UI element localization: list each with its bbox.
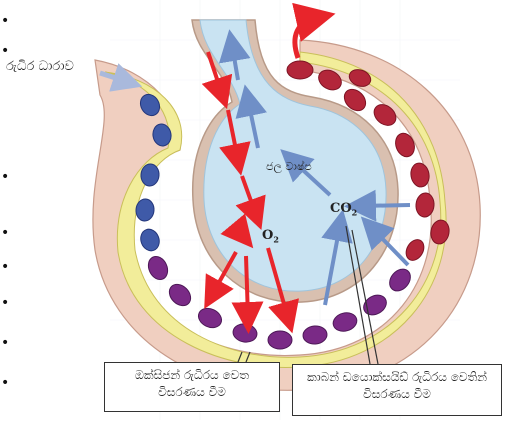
list-bullet: • [1,170,9,184]
list-bullet: • [1,226,9,240]
list-bullet: • [1,44,9,58]
list-bullet: • [1,260,9,274]
co2-diffusion-box: කාබන් ඩයොක්සයිඩ් රුධිරය වෙතින් විසරණය වී… [292,364,502,416]
list-bullet: • [1,376,9,390]
blood-flow-label: රුධිර ධාරාව [6,58,74,76]
list-bullet: • [1,336,9,350]
water-vapour-label: ජල වාෂ්ප [266,160,312,175]
list-bullet: • [1,296,9,310]
oxygen-diffusion-box: ඔක්සිජන් රුධිරය වෙත විසරණය වීම [104,362,280,412]
o2-label: O2 [262,227,279,245]
list-bullet: • [1,14,9,28]
co2-label: CO2 [330,200,357,218]
